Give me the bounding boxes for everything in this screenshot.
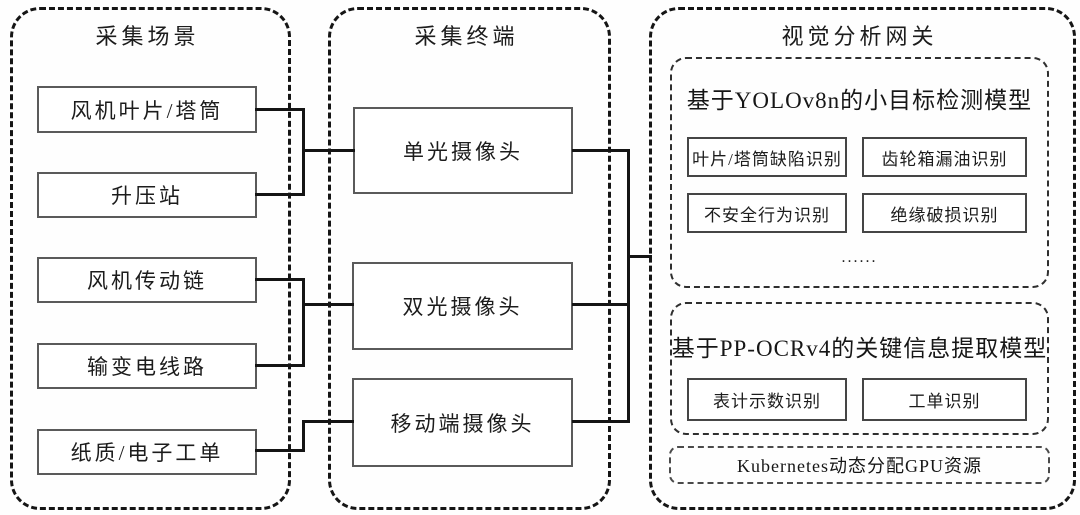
connector-line: [572, 420, 630, 423]
connector-line: [255, 364, 305, 367]
connector-line: [572, 303, 630, 306]
terminal-box-single-light-camera: 单光摄像头: [353, 107, 573, 194]
panel-title-gateway: 视觉分析网关: [781, 24, 938, 49]
kubernetes-gpu-bar: Kubernetes动态分配GPU资源: [669, 446, 1050, 484]
panel-title-scenes: 采集场景: [95, 24, 200, 49]
yolo-model-title: 基于YOLOv8n的小目标检测模型: [686, 88, 1033, 113]
scene-box-work-order: 纸质/电子工单: [37, 429, 257, 475]
yolo-item-insulation-damage: 绝缘破损识别: [862, 193, 1027, 233]
terminal-box-mobile-camera: 移动端摄像头: [352, 378, 573, 467]
yolo-model-container: [670, 57, 1049, 288]
panel-collection-scenes: [10, 7, 291, 510]
ocr-model-title: 基于PP-OCRv4的关键信息提取模型: [671, 336, 1048, 361]
scene-box-drive-chain: 风机传动链: [37, 257, 257, 303]
ocr-item-meter-reading: 表计示数识别: [687, 378, 847, 421]
terminal-box-dual-light-camera: 双光摄像头: [352, 262, 573, 350]
connector-line: [572, 149, 630, 152]
panel-collection-terminals: [328, 7, 611, 510]
yolo-more-ellipsis: ......: [841, 249, 878, 266]
connector-line: [302, 108, 305, 196]
scene-box-booster-station: 升压站: [37, 172, 257, 218]
connector-line: [302, 420, 354, 423]
ocr-item-work-order: 工单识别: [862, 378, 1027, 421]
scene-box-transmission-line: 输变电线路: [37, 343, 257, 389]
connector-line: [302, 149, 355, 152]
yolo-item-unsafe-behavior: 不安全行为识别: [687, 193, 847, 233]
connector-line: [255, 449, 305, 452]
connector-line: [255, 278, 305, 281]
connector-line: [302, 303, 354, 306]
connector-line: [627, 255, 652, 258]
connector-line: [302, 420, 305, 452]
connector-line: [302, 278, 305, 367]
ocr-model-container: [670, 302, 1049, 435]
scene-box-fan-blade-tower: 风机叶片/塔筒: [37, 86, 257, 133]
connector-line: [627, 149, 630, 423]
yolo-item-gearbox-oil-leak: 齿轮箱漏油识别: [862, 137, 1027, 177]
panel-vision-gateway: [649, 7, 1076, 510]
connector-line: [255, 108, 305, 111]
connector-line: [255, 193, 305, 196]
yolo-item-blade-tower-defect: 叶片/塔筒缺陷识别: [687, 137, 847, 177]
panel-title-terminals: 采集终端: [414, 24, 519, 49]
